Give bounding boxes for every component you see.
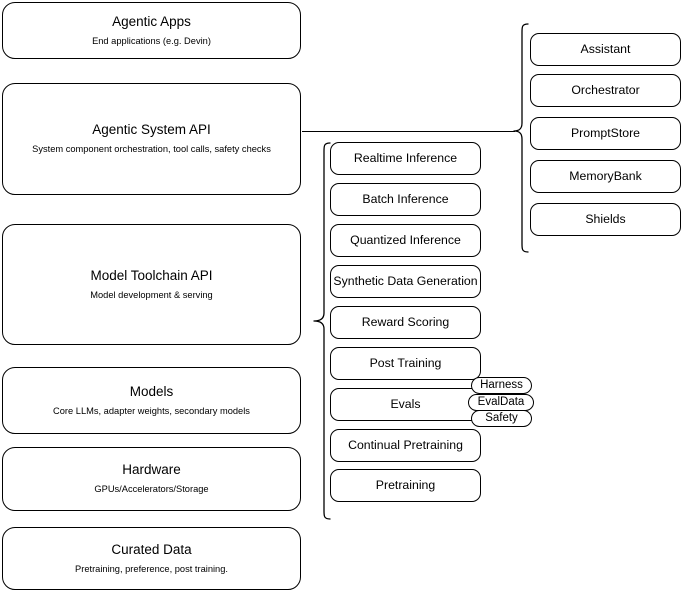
- component-label: Assistant: [580, 41, 631, 56]
- layer-subtitle: Model development & serving: [90, 289, 213, 300]
- component-box-post-training[interactable]: Post Training: [330, 347, 481, 380]
- layer-box-models[interactable]: Models Core LLMs, adapter weights, secon…: [2, 367, 301, 434]
- layer-subtitle: GPUs/Accelerators/Storage: [94, 484, 209, 495]
- component-label: Orchestrator: [571, 82, 640, 97]
- component-box-reward-scoring[interactable]: Reward Scoring: [330, 306, 481, 339]
- component-box-promptstore[interactable]: PromptStore: [530, 117, 681, 150]
- component-box-assistant[interactable]: Assistant: [530, 33, 681, 66]
- layer-box-agentic-apps[interactable]: Agentic Apps End applications (e.g. Devi…: [2, 2, 301, 59]
- layer-subtitle: System component orchestration, tool cal…: [32, 144, 271, 155]
- component-label: Shields: [585, 211, 626, 226]
- eval-tag-safety[interactable]: Safety: [471, 410, 532, 427]
- brace-agentic-components: [513, 23, 529, 253]
- component-box-pretraining[interactable]: Pretraining: [330, 469, 481, 502]
- layer-title: Models: [129, 383, 174, 399]
- eval-tag-evaldata[interactable]: EvalData: [468, 394, 534, 411]
- layer-title: Agentic Apps: [112, 13, 191, 29]
- eval-tag-label: Harness: [480, 378, 523, 391]
- layer-title: Hardware: [122, 462, 181, 478]
- component-label: Batch Inference: [362, 191, 449, 206]
- eval-tag-harness[interactable]: Harness: [471, 377, 532, 394]
- layer-box-model-toolchain-api[interactable]: Model Toolchain API Model development & …: [2, 224, 301, 345]
- component-label: PromptStore: [570, 125, 641, 140]
- component-label: Reward Scoring: [361, 314, 450, 329]
- component-box-orchestrator[interactable]: Orchestrator: [530, 74, 681, 107]
- component-box-synthetic-data-generation[interactable]: Synthetic Data Generation: [330, 265, 481, 298]
- layer-subtitle: Pretraining, preference, post training.: [75, 563, 228, 574]
- layer-title: Model Toolchain API: [90, 267, 213, 283]
- component-box-memorybank[interactable]: MemoryBank: [530, 160, 681, 193]
- component-box-batch-inference[interactable]: Batch Inference: [330, 183, 481, 216]
- component-box-evals[interactable]: Evals: [330, 388, 481, 421]
- layer-box-curated-data[interactable]: Curated Data Pretraining, preference, po…: [2, 527, 301, 590]
- component-label: Synthetic Data Generation: [333, 273, 478, 288]
- layer-subtitle: Core LLMs, adapter weights, secondary mo…: [53, 405, 250, 416]
- component-label: Post Training: [369, 355, 442, 370]
- layer-subtitle: End applications (e.g. Devin): [92, 35, 211, 46]
- component-label: MemoryBank: [569, 168, 642, 183]
- component-box-shields[interactable]: Shields: [530, 203, 681, 236]
- connector-line-agentic-system: [302, 131, 515, 133]
- eval-tag-label: EvalData: [477, 395, 525, 408]
- component-label: Realtime Inference: [353, 150, 458, 165]
- component-box-realtime-inference[interactable]: Realtime Inference: [330, 142, 481, 175]
- component-box-quantized-inference[interactable]: Quantized Inference: [330, 224, 481, 257]
- component-box-continual-pretraining[interactable]: Continual Pretraining: [330, 429, 481, 462]
- component-label: Evals: [390, 396, 421, 411]
- component-label: Quantized Inference: [350, 232, 461, 247]
- brace-toolchain-components: [313, 142, 331, 520]
- layer-box-agentic-system-api[interactable]: Agentic System API System component orch…: [2, 83, 301, 195]
- layer-box-hardware[interactable]: Hardware GPUs/Accelerators/Storage: [2, 447, 301, 511]
- layer-title: Curated Data: [111, 541, 192, 557]
- eval-tag-label: Safety: [485, 411, 518, 424]
- component-label: Continual Pretraining: [348, 437, 463, 452]
- component-label: Pretraining: [375, 477, 436, 492]
- layer-title: Agentic System API: [92, 122, 211, 138]
